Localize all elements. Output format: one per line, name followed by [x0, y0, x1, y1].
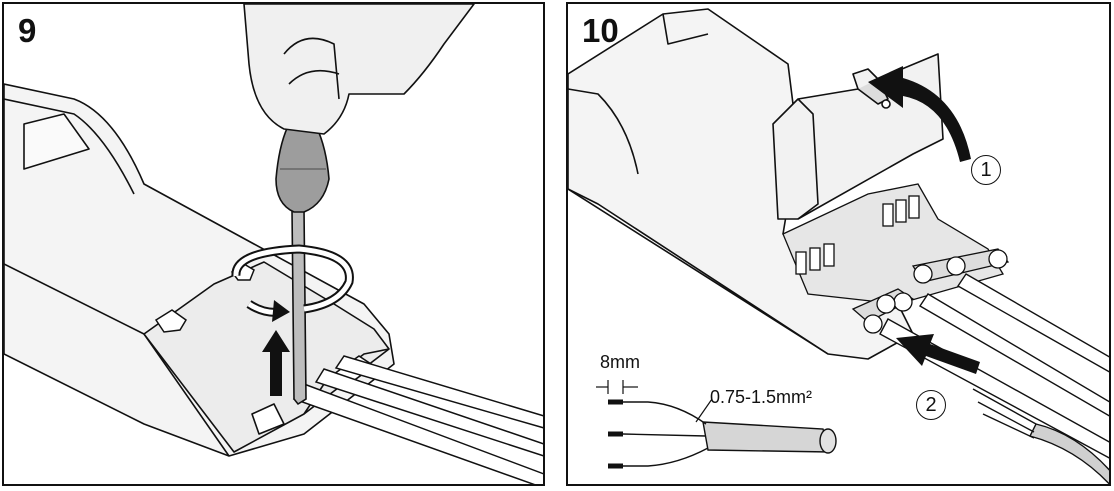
- cables: [292, 355, 543, 484]
- step-number: 9: [18, 12, 37, 49]
- screwdriver: [275, 121, 330, 406]
- step-9-panel: 9: [2, 2, 545, 486]
- stripped-cable-diagram: [596, 380, 837, 469]
- step-number: 10: [582, 12, 619, 49]
- insert-arrow-icon: [896, 334, 980, 374]
- strip-length-label: 8mm: [600, 352, 640, 372]
- step-10-illustration: [568, 8, 1109, 484]
- cables: [879, 273, 1109, 459]
- hand: [243, 4, 475, 135]
- strain-relief: [851, 248, 1010, 334]
- latch-clip: [154, 263, 255, 333]
- step-10-panel: 10 1 2 8mm 0.75-1.5mm²: [566, 2, 1111, 486]
- rotate-arrow-icon: [231, 244, 354, 322]
- step-9-illustration: [4, 4, 543, 484]
- cross-section-label: 0.75-1.5mm²: [710, 387, 813, 407]
- callout-1: 1: [971, 155, 1001, 185]
- open-arrow-icon: [868, 66, 971, 162]
- callout-2: 2: [916, 390, 946, 420]
- up-arrow-icon: [262, 330, 290, 396]
- loose-cable: [972, 388, 1109, 484]
